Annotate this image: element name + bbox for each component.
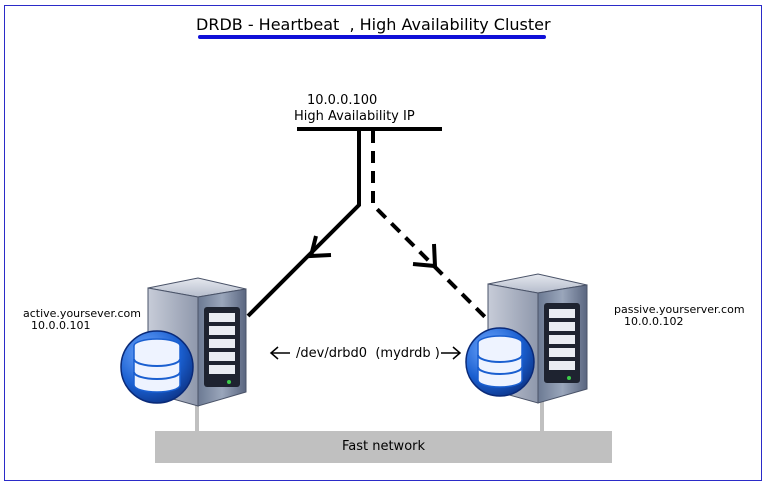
drbd-arrowhead-left: [269, 346, 279, 360]
drbd-arrowhead-right: [452, 346, 462, 360]
active-vip-link: [246, 131, 361, 318]
diagram-frame: [4, 5, 762, 481]
passive-hostname: passive.yourserver.com: [614, 303, 745, 316]
passive-arrow-head: [412, 243, 438, 269]
active-ip: 10.0.0.101: [31, 319, 91, 332]
diagram-title: DRDB - Heartbeat , High Availability Clu…: [196, 15, 551, 34]
passive-vip-link: [371, 131, 492, 324]
active-hostname: active.yoursever.com: [23, 307, 141, 320]
active-arrow-head: [308, 235, 332, 259]
active-disk-icon: [120, 330, 194, 404]
fast-network-bar: Fast network: [155, 431, 612, 463]
title-underline: [198, 35, 546, 39]
passive-ip: 10.0.0.102: [624, 315, 684, 328]
fast-network-label: Fast network: [341, 439, 426, 454]
vip-address: 10.0.0.100: [307, 93, 378, 108]
drbd-device-label: /dev/drbd0 (mydrdb ): [296, 346, 440, 361]
vip-label: High Availability IP: [294, 109, 415, 124]
passive-disk-icon: [465, 327, 535, 397]
